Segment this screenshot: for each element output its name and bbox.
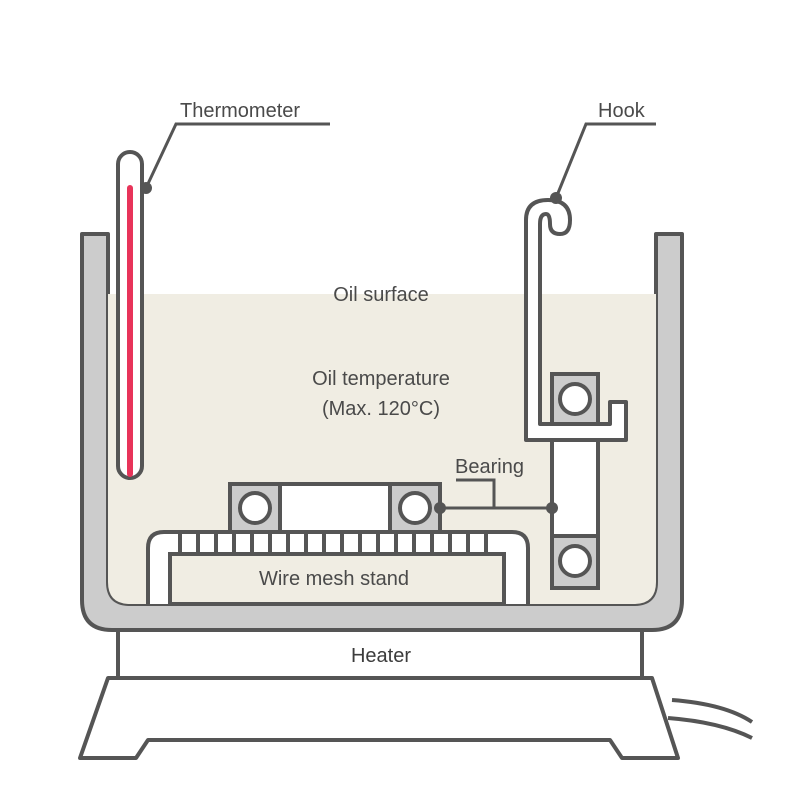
hook-label: Hook [598, 100, 646, 122]
heater-label: Heater [351, 645, 411, 667]
thermometer [116, 150, 144, 480]
hook-leader [550, 122, 656, 204]
hook [524, 198, 628, 442]
heater-base [78, 676, 754, 760]
thermometer-label: Thermometer [180, 100, 300, 122]
max-temperature-label: (Max. 120°C) [322, 398, 440, 420]
thermometer-leader [140, 122, 330, 194]
wire-mesh-stand [146, 530, 530, 606]
bearing-leader [434, 478, 558, 514]
wire-mesh-stand-label: Wire mesh stand [259, 568, 409, 590]
bearing-label: Bearing [455, 456, 524, 478]
bearing-on-stand [228, 482, 442, 534]
oil-temperature-label: Oil temperature [312, 368, 450, 390]
bearing-hanging [550, 372, 600, 590]
oil-surface-label: Oil surface [333, 284, 429, 306]
